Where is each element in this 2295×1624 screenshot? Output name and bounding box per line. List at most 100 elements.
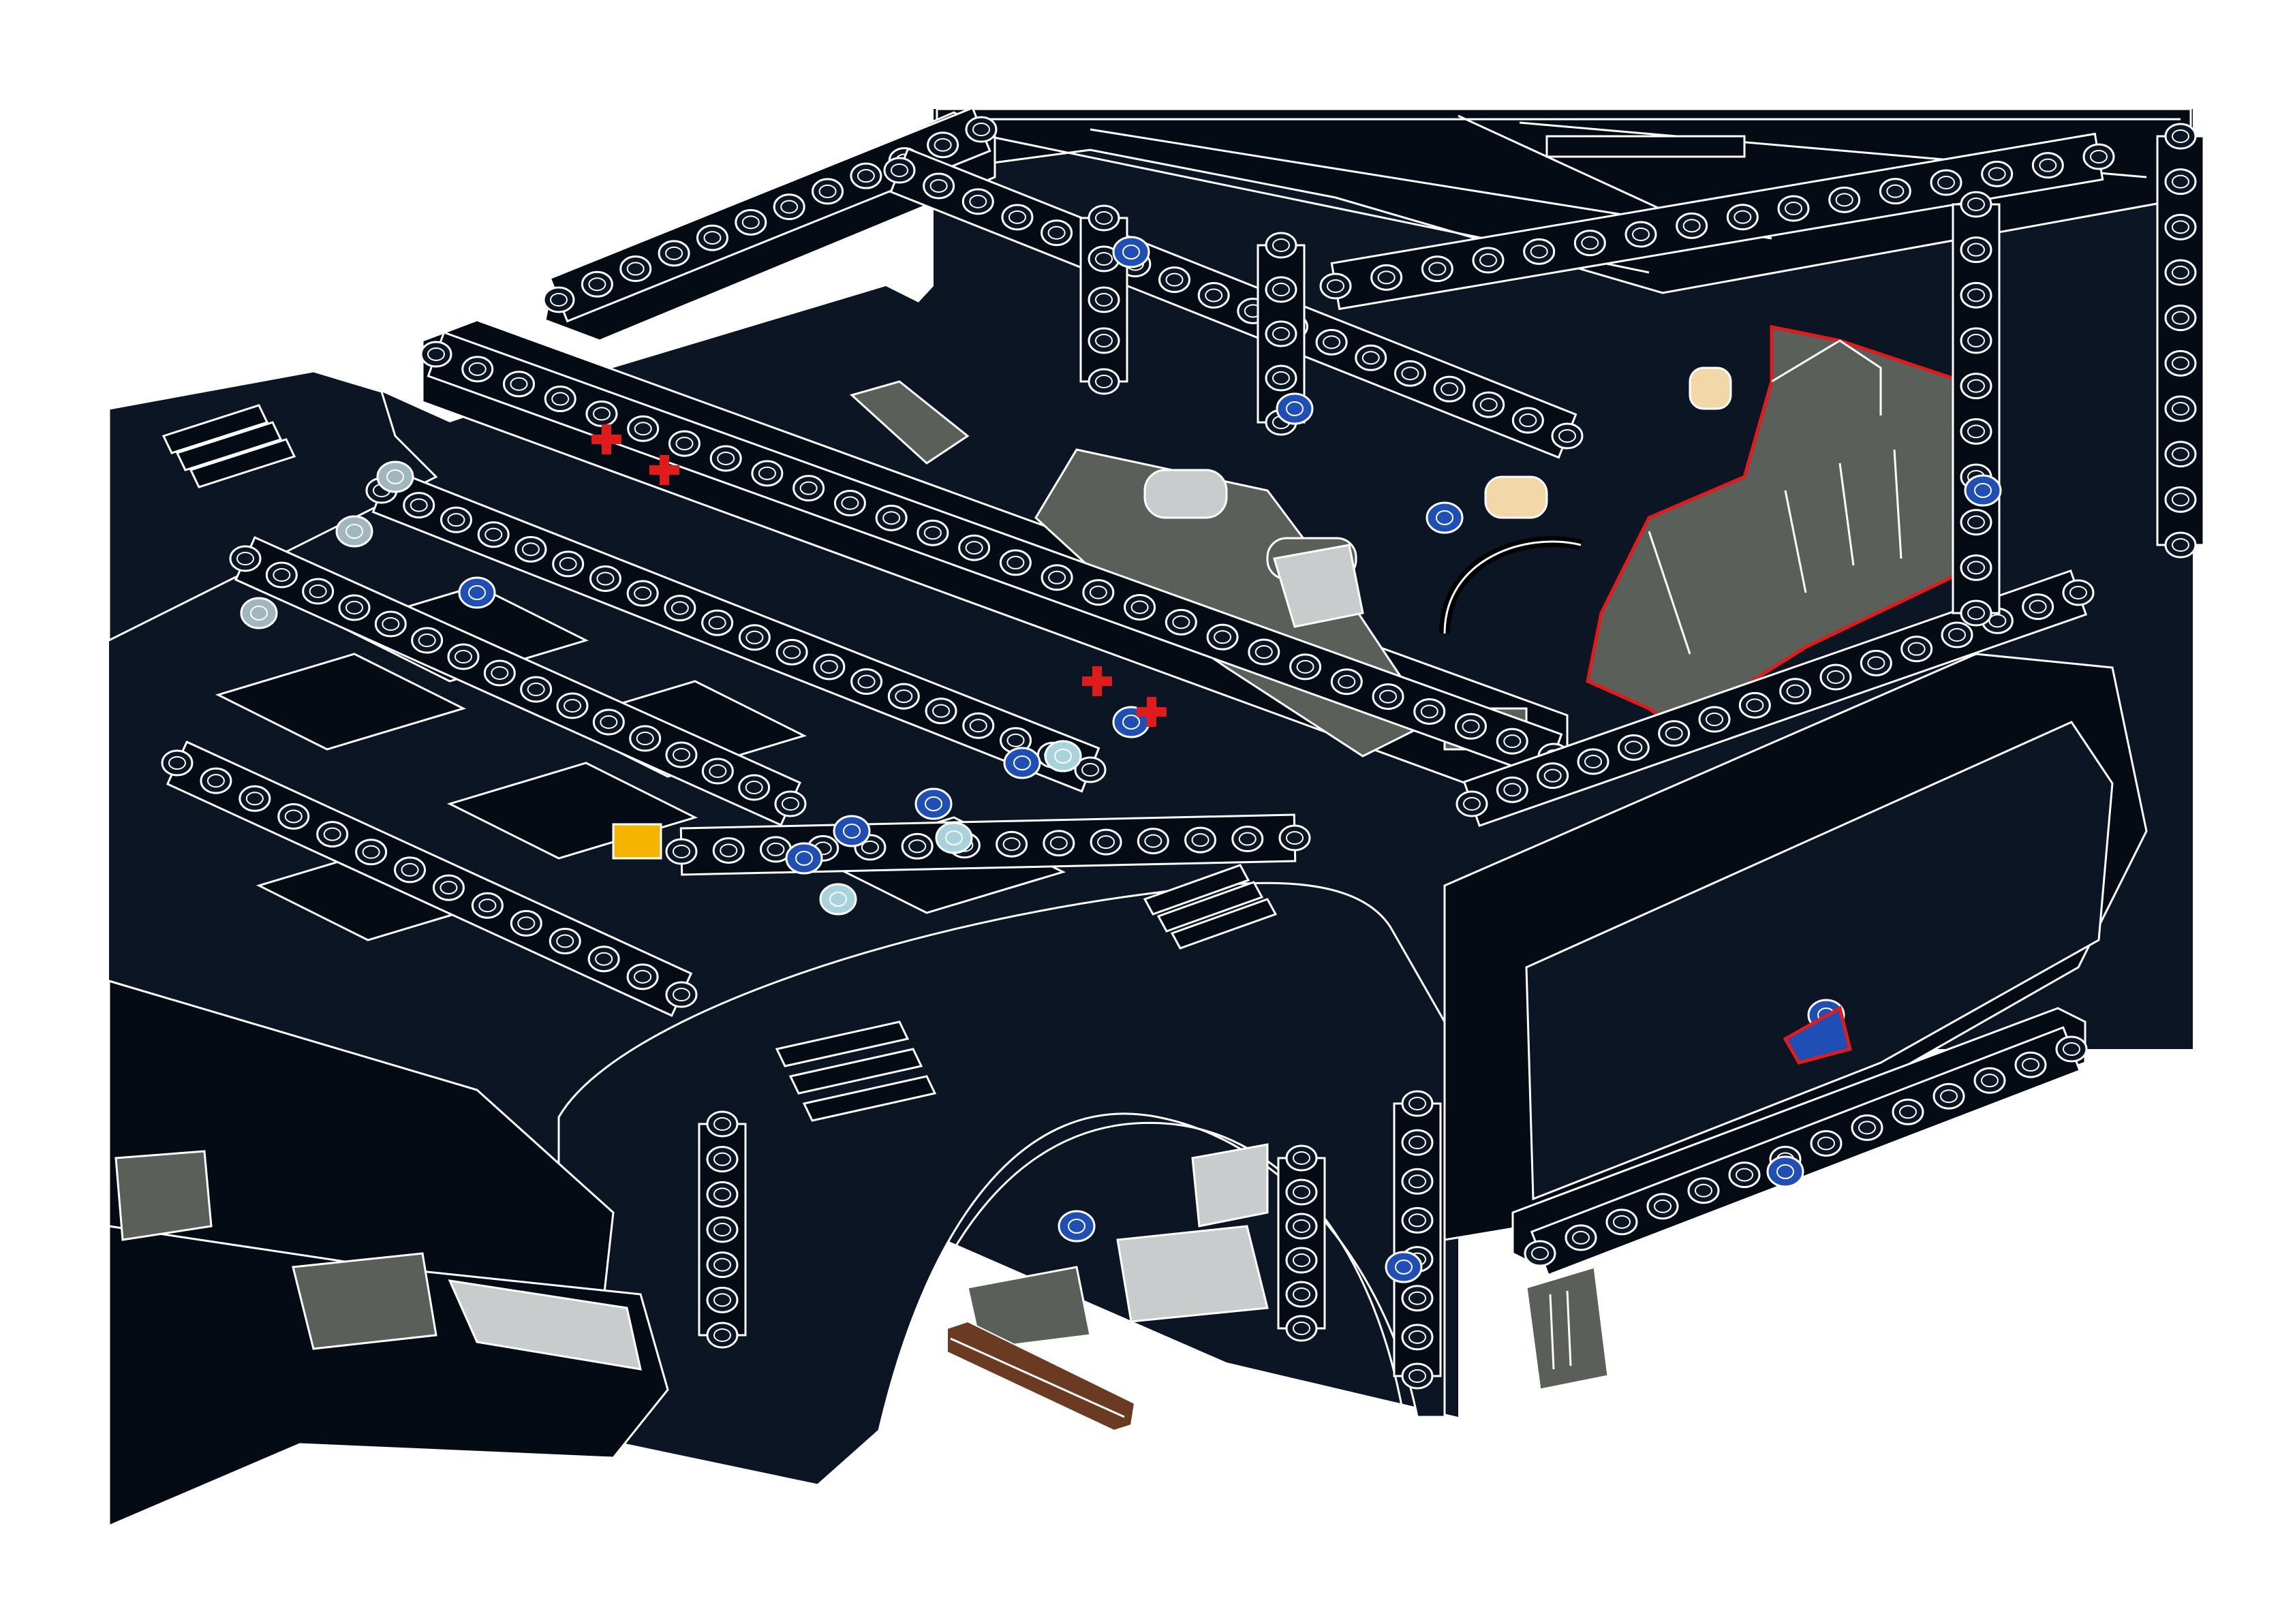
beam-hole — [1401, 1324, 1434, 1351]
beam-hole — [1687, 1177, 1720, 1204]
beam-hole — [775, 638, 808, 666]
steering-wheel — [1439, 536, 1582, 634]
beam-hole — [664, 595, 696, 622]
blue-pin — [833, 815, 871, 847]
beam-hole — [1124, 593, 1156, 621]
blue-pin — [1385, 1251, 1423, 1283]
beam-hole — [833, 490, 866, 517]
beam-hole — [706, 1110, 739, 1138]
beam-hole — [2164, 486, 2197, 513]
beam-hole — [1960, 327, 1992, 354]
blue-pin — [1964, 474, 2002, 507]
beam-hole — [394, 856, 427, 884]
beam-14 — [2156, 123, 2205, 559]
beam-hole — [668, 430, 700, 457]
beam-hole — [1511, 407, 1544, 434]
beam-hole — [411, 627, 444, 654]
beam-hole — [200, 767, 232, 794]
beam-hole — [1524, 1240, 1556, 1267]
beam-hole — [1370, 264, 1403, 291]
beam-hole — [1810, 1129, 1843, 1157]
beam-hole — [1960, 599, 1992, 627]
beam-0 — [420, 331, 1570, 779]
beam-hole — [302, 578, 335, 605]
beam-13 — [1952, 191, 2001, 627]
beam-hole — [1496, 728, 1528, 755]
beam-hole — [1455, 713, 1488, 740]
beam-hole — [1137, 828, 1169, 855]
beam-hole — [2164, 395, 2197, 422]
beam-hole — [735, 208, 767, 236]
pin-connector — [1044, 740, 1082, 772]
beam-hole — [1289, 653, 1322, 681]
blue-pin — [785, 842, 823, 875]
beam-hole — [2031, 152, 2064, 179]
beam-hole — [2164, 304, 2197, 332]
beam-hole — [773, 193, 805, 221]
pin-connector — [335, 515, 373, 548]
beam-hole — [627, 415, 660, 442]
beam-hole — [229, 545, 262, 572]
beam-hole — [706, 1251, 739, 1279]
beam-hole — [461, 356, 494, 383]
blue-pin — [1058, 1210, 1096, 1243]
beam-hole — [420, 341, 452, 368]
beam-hole — [552, 550, 585, 578]
beam-hole — [1605, 1208, 1638, 1236]
beam-6 — [161, 740, 698, 1017]
beam-hole — [592, 708, 625, 736]
front-fender — [557, 881, 1446, 1486]
beam-hole — [701, 609, 734, 636]
beam-hole — [961, 188, 994, 215]
beam-hole — [542, 286, 575, 313]
beam-hole — [447, 643, 480, 670]
beam-hole — [1960, 418, 1992, 445]
beam-hole — [965, 116, 998, 143]
beam-15 — [1079, 204, 1128, 395]
beam-hole — [403, 492, 435, 519]
beam-hole — [875, 504, 908, 531]
beam-hole — [265, 561, 298, 589]
beam-hole — [812, 178, 844, 205]
beam-hole — [1565, 1224, 1597, 1251]
pin-connector — [240, 597, 278, 629]
beam-hole — [917, 519, 949, 546]
beam-hole — [2164, 168, 2197, 196]
beam-hole — [738, 624, 771, 651]
beam-hole — [1551, 422, 1584, 450]
beam-hole — [958, 534, 991, 561]
wheelwell-parts — [966, 1143, 1269, 1350]
red-cross-marker — [1082, 666, 1112, 696]
beam-hole — [1455, 790, 1488, 817]
beam-5 — [229, 536, 807, 826]
beam-hole — [996, 830, 1028, 858]
beam-hole — [850, 668, 883, 696]
beam-hole — [1401, 1206, 1434, 1234]
beam-hole — [1393, 360, 1426, 387]
beam-hole — [316, 821, 349, 848]
beam-hole — [440, 506, 472, 533]
front-light-blocks — [114, 1150, 642, 1371]
beam-hole — [510, 909, 542, 937]
beam-hole — [1265, 232, 1297, 259]
beam-hole — [629, 725, 662, 752]
beam-1 — [542, 106, 998, 323]
right-side-panel — [1443, 653, 2148, 1241]
beam-hole — [1231, 826, 1264, 853]
beam-hole — [1165, 608, 1197, 636]
technic-pins — [240, 236, 2002, 1283]
beam-hole — [927, 131, 959, 159]
beam-hole — [1285, 1315, 1318, 1342]
beam-hole — [813, 653, 846, 681]
beam-hole — [696, 224, 728, 251]
blue-pin — [1426, 501, 1464, 534]
beam-hole — [1413, 698, 1446, 725]
beam-hole — [1828, 186, 1861, 213]
beam-hole — [1777, 195, 1810, 222]
beam-hole — [1728, 1161, 1761, 1189]
beam-hole — [1088, 286, 1120, 313]
beam-hole — [1088, 204, 1120, 232]
beam-hole — [2062, 579, 2095, 606]
beam-hole — [2164, 441, 2197, 468]
